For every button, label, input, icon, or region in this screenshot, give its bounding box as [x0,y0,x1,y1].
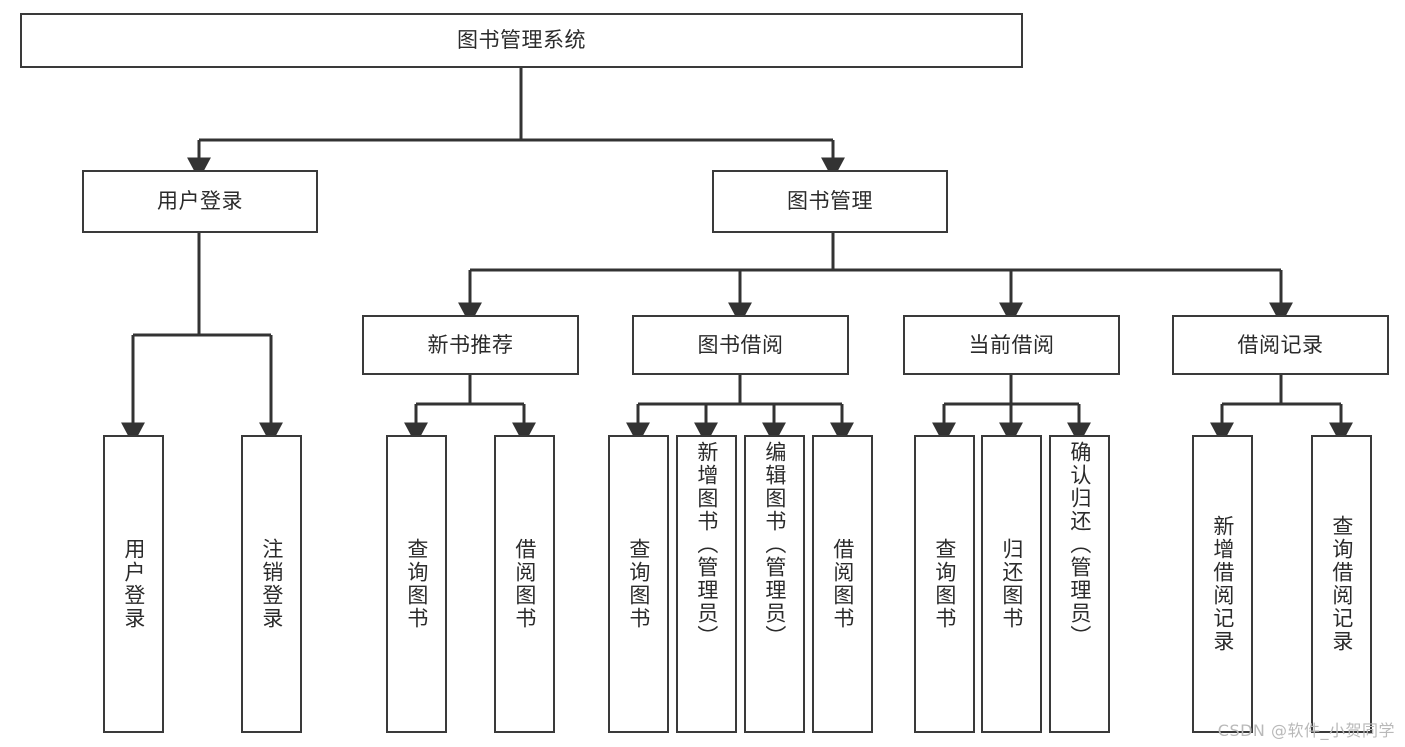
leaf-label: 借阅图书 [830,538,855,630]
node-label: 用户登录 [157,189,243,214]
node-new-book-recommend[interactable]: 新书推荐 [362,315,579,375]
node-label: 新书推荐 [427,332,514,357]
node-label: 图书借阅 [697,332,784,357]
node-current-borrow[interactable]: 当前借阅 [903,315,1120,375]
node-borrow-record[interactable]: 借阅记录 [1172,315,1389,375]
node-user-login[interactable]: 用户登录 [82,170,318,233]
node-book-borrow[interactable]: 图书借阅 [632,315,849,375]
node-book-management[interactable]: 图书管理 [712,170,948,233]
leaf-current-borrow-confirm-return[interactable]: 确认归还（管理员） [1049,435,1110,733]
leaf-borrow-record-query[interactable]: 查询借阅记录 [1311,435,1372,733]
leaf-current-borrow-return[interactable]: 归还图书 [981,435,1042,733]
leaf-label: 新增图书（管理员） [694,441,719,648]
leaf-label: 查询借阅记录 [1329,515,1354,653]
leaf-book-borrow-edit[interactable]: 编辑图书（管理员） [744,435,805,733]
leaf-user-login-signin[interactable]: 用户登录 [103,435,164,733]
leaf-label: 查询图书 [932,538,957,630]
leaf-new-book-borrow[interactable]: 借阅图书 [494,435,555,733]
leaf-new-book-query[interactable]: 查询图书 [386,435,447,733]
leaf-book-borrow-borrow[interactable]: 借阅图书 [812,435,873,733]
leaf-label: 确认归还（管理员） [1067,441,1092,648]
leaf-current-borrow-query[interactable]: 查询图书 [914,435,975,733]
leaf-label: 新增借阅记录 [1210,515,1235,653]
node-label: 当前借阅 [968,332,1055,357]
leaf-label: 借阅图书 [512,538,537,630]
leaf-user-login-signout[interactable]: 注销登录 [241,435,302,733]
node-label: 图书管理系统 [457,28,586,53]
leaf-borrow-record-add[interactable]: 新增借阅记录 [1192,435,1253,733]
leaf-label: 归还图书 [999,538,1024,630]
node-root-book-management-system[interactable]: 图书管理系统 [20,13,1023,68]
leaf-book-borrow-query[interactable]: 查询图书 [608,435,669,733]
leaf-label: 编辑图书（管理员） [762,441,787,648]
leaf-label: 查询图书 [404,538,429,630]
leaf-label: 查询图书 [626,538,651,630]
leaf-book-borrow-add[interactable]: 新增图书（管理员） [676,435,737,733]
node-label: 借阅记录 [1237,332,1324,357]
watermark-text: CSDN @软件_小贺同学 [1217,721,1395,740]
leaf-label: 注销登录 [259,538,284,630]
node-label: 图书管理 [787,189,873,214]
leaf-label: 用户登录 [121,538,146,630]
